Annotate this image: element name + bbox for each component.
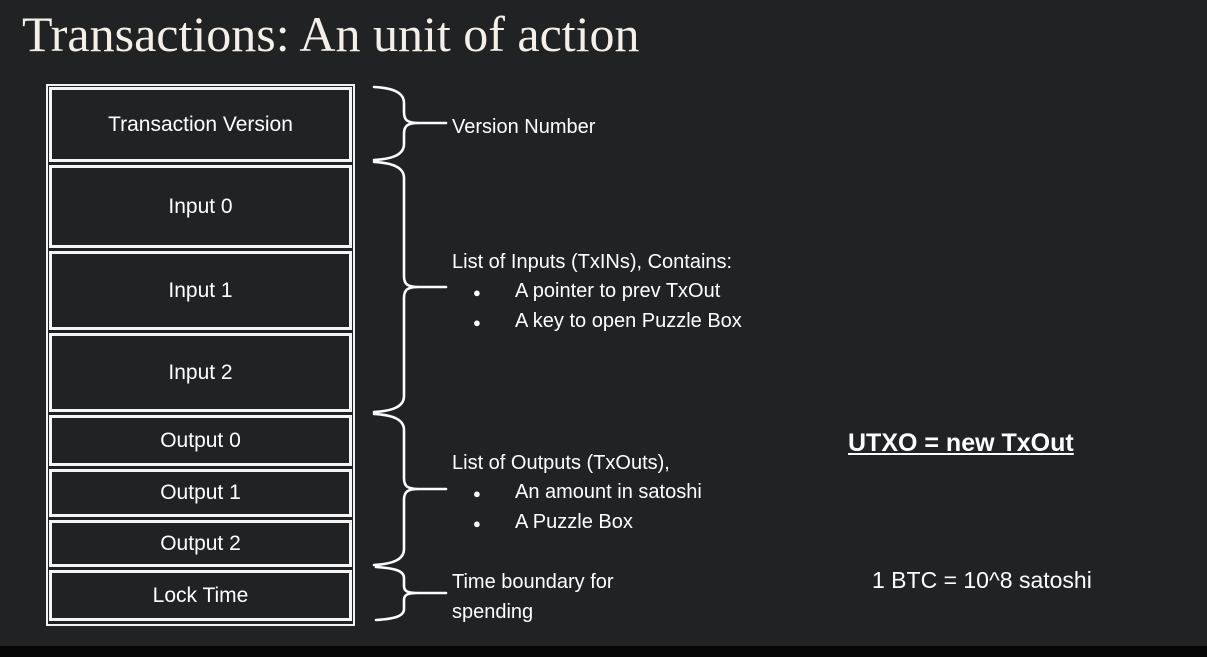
tx-row-output-2: Output 2: [49, 520, 352, 567]
utxo-definition-note: UTXO = new TxOut: [848, 429, 1074, 457]
annotation-outputs-heading: List of Outputs (TxOuts),: [452, 452, 670, 474]
annotation-outputs: List of Outputs (TxOuts), ● An amount in…: [452, 449, 882, 538]
tx-row-output-1: Output 1: [49, 469, 352, 517]
brace-version: [372, 85, 448, 162]
btc-satoshi-note: 1 BTC = 10^8 satoshi: [872, 567, 1092, 593]
bullet-icon: ●: [473, 516, 481, 531]
annotation-inputs-bullet-2: ● A key to open Puzzle Box: [452, 307, 882, 337]
annotation-outputs-bullet-1: ● An amount in satoshi: [452, 478, 882, 508]
annotation-inputs-bullet-1: ● A pointer to prev TxOut: [452, 277, 882, 307]
brace-inputs: [372, 160, 448, 414]
bullet-icon: ●: [473, 486, 481, 501]
annotation-inputs-heading: List of Inputs (TxINs), Contains:: [452, 251, 733, 273]
tx-row-input-0: Input 0: [49, 165, 352, 248]
transaction-structure-diagram: Transaction Version Input 0 Input 1 Inpu…: [46, 84, 355, 626]
tx-row-output-0: Output 0: [49, 415, 352, 466]
annotation-version-text: Version Number: [452, 116, 596, 138]
annotation-outputs-bullet-2: ● A Puzzle Box: [452, 508, 882, 538]
bottom-bar: [0, 646, 1207, 657]
annotation-version-number: Version Number: [452, 113, 595, 141]
brace-outputs: [372, 412, 448, 567]
tx-row-transaction-version: Transaction Version: [49, 87, 352, 162]
tx-row-input-2: Input 2: [49, 333, 352, 412]
annotation-inputs: List of Inputs (TxINs), Contains: ● A po…: [452, 248, 882, 337]
bullet-icon: ●: [473, 315, 481, 330]
tx-row-input-1: Input 1: [49, 251, 352, 330]
slide-title: Transactions: An unit of action: [22, 6, 640, 62]
bullet-icon: ●: [473, 285, 481, 300]
tx-row-lock-time: Lock Time: [49, 570, 352, 621]
annotation-locktime-text: Time boundary for spending: [452, 571, 614, 623]
brace-locktime: [374, 565, 448, 622]
annotation-locktime: Time boundary for spending: [452, 567, 662, 627]
